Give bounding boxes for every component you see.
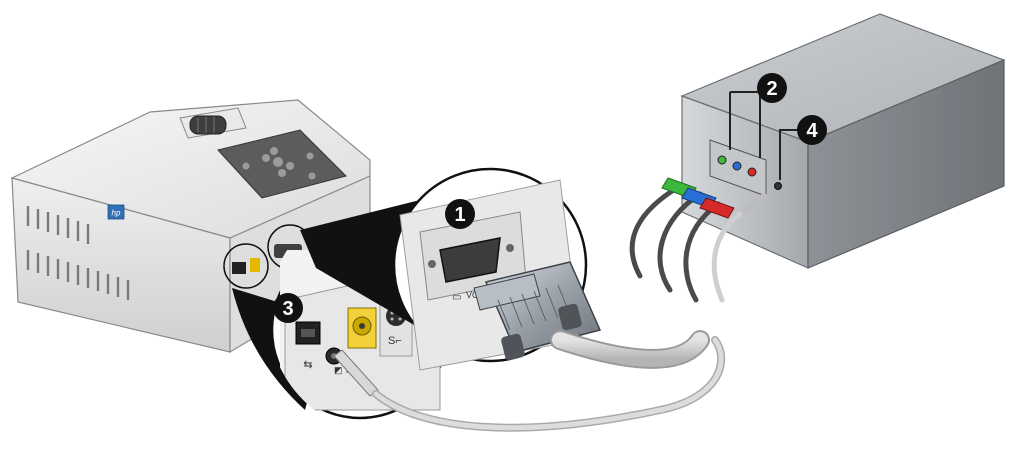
callout-3: 3 [273, 293, 303, 323]
projector-vents [26, 206, 130, 300]
hp-logo: hp [107, 204, 125, 220]
callout-2-label: 2 [766, 78, 777, 100]
callout-4: 4 [797, 115, 827, 145]
port-highlight-left [223, 243, 269, 289]
callout-1: 1 [445, 199, 475, 229]
component-cables [629, 177, 767, 303]
projector-lens [179, 107, 247, 139]
vga-port [439, 237, 501, 283]
hp-logo-text: hp [112, 209, 121, 218]
s-video-icon: S⌐ [388, 335, 402, 347]
audio-out-port [774, 182, 782, 190]
callout-4-label: 4 [806, 120, 818, 142]
video-source-device [680, 13, 1006, 269]
projector-usb-port [232, 262, 246, 274]
zoom-callout-vga-port: ▭ VGA in [300, 167, 710, 371]
component-red-port [747, 167, 757, 177]
audio-in-icon: ◩ [334, 365, 343, 375]
vga-port-icon: ▭ [452, 292, 461, 303]
callout-2: 2 [757, 73, 787, 103]
callout-3-label: 3 [282, 298, 293, 320]
component-green-port [717, 155, 727, 165]
component-blue-port [732, 161, 742, 171]
usb-icon: ⇆ [303, 359, 312, 371]
vga-cable-plug [473, 261, 602, 361]
projector-control-panel [217, 129, 347, 199]
projector-composite-port [250, 258, 260, 272]
red-plug [699, 197, 735, 219]
callout-1-label: 1 [454, 204, 465, 226]
